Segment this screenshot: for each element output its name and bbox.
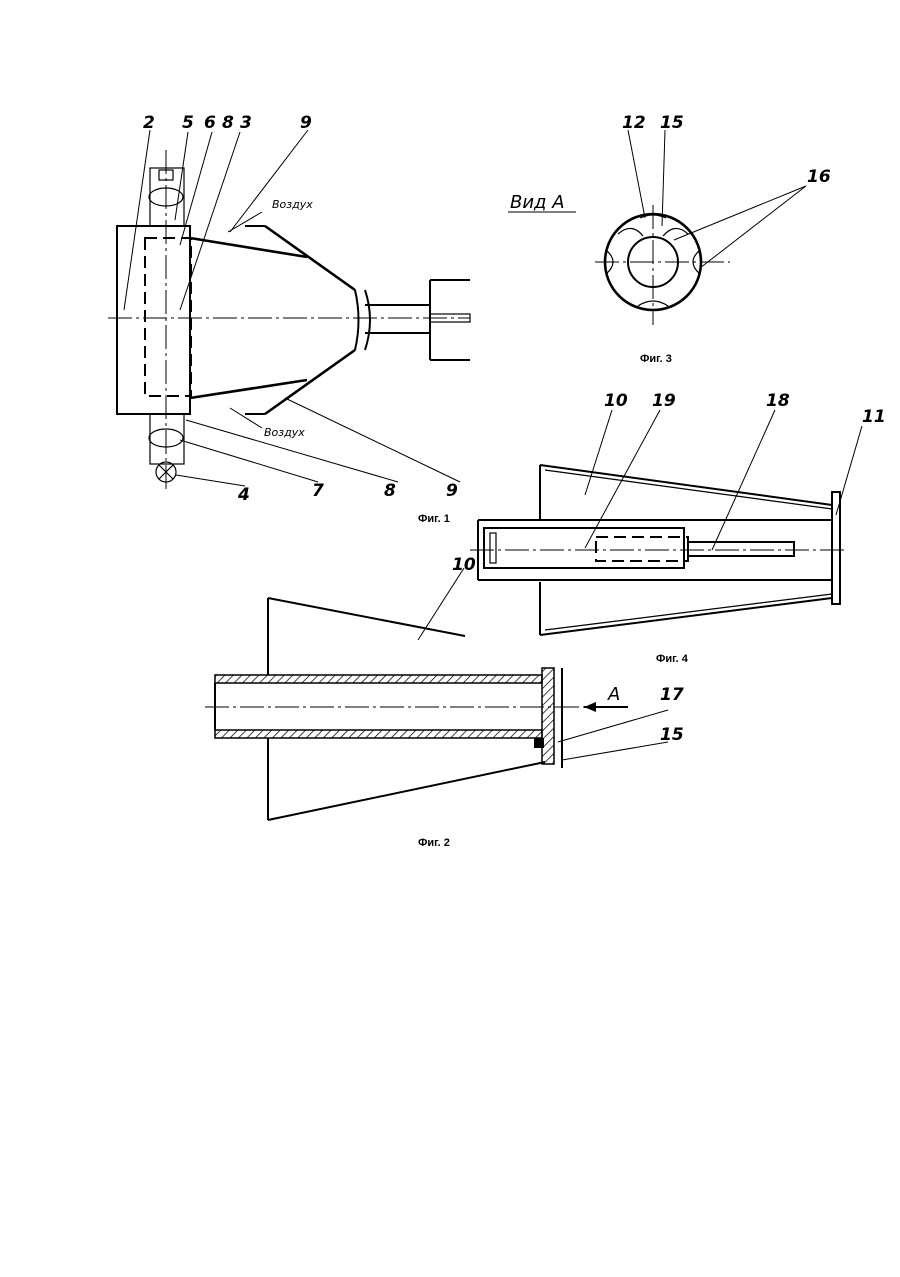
- fig2-label: 15: [660, 725, 684, 745]
- fig1-caption: Фиг. 1: [418, 513, 450, 525]
- fig1-label: 3: [240, 113, 252, 133]
- figure-2: A 10 17 15 Фиг. 2: [205, 555, 684, 849]
- view-marker-a: A: [607, 684, 620, 705]
- fig1-label: 5: [182, 113, 194, 133]
- fig1-label: 9: [446, 481, 458, 501]
- fig1-label: 8: [222, 113, 234, 133]
- fig2-label: 17: [660, 685, 684, 705]
- fig3-label: 15: [660, 113, 684, 133]
- fig1-label: 2: [143, 113, 155, 133]
- fig1-label: 9: [300, 113, 312, 133]
- fig1-label: 4: [237, 485, 250, 505]
- view-a-title: Вид A: [510, 192, 565, 213]
- fig2-caption: Фиг. 2: [418, 837, 450, 849]
- figure-1: 2 5 6 8 3 9 4 7 8 9 Воздух Воздух Фиг. 1: [108, 113, 470, 525]
- fig3-label: 16: [807, 167, 831, 187]
- fig1-label: 8: [384, 481, 396, 501]
- figure-3: Вид A 12 15 16 Фиг. 3: [508, 113, 831, 365]
- fig1-label: 6: [204, 113, 216, 133]
- fig4-caption: Фиг. 4: [656, 653, 689, 665]
- fig4-label: 11: [862, 407, 886, 427]
- fig3-caption: Фиг. 3: [640, 353, 672, 365]
- figure-4: 10 19 18 11 Фиг. 4: [470, 391, 886, 665]
- air-label-bottom: Воздух: [264, 426, 305, 439]
- fig4-label: 19: [652, 391, 676, 411]
- fig3-label: 12: [622, 113, 646, 133]
- air-label-top: Воздух: [272, 198, 313, 211]
- fig4-label: 18: [766, 391, 790, 411]
- fig1-label: 7: [312, 481, 324, 501]
- fig2-label: 10: [452, 555, 476, 575]
- fig4-label: 10: [604, 391, 628, 411]
